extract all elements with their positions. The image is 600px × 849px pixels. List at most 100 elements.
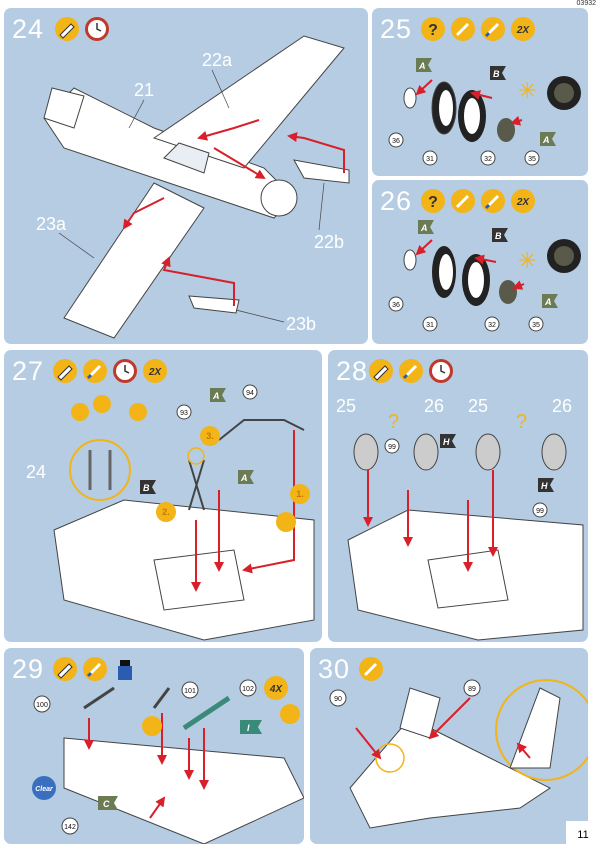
label-22b: 22b — [314, 232, 344, 252]
part-callout: 35 — [524, 150, 540, 166]
part-callout: 142 — [61, 817, 79, 835]
question-icon: ? — [421, 17, 445, 41]
svg-text:35: 35 — [532, 322, 540, 329]
substep-2: 2. — [156, 502, 176, 522]
paint-brush-icon — [83, 359, 107, 383]
flag-a: A — [418, 220, 434, 234]
svg-text:4X: 4X — [269, 684, 284, 695]
svg-text:3.: 3. — [206, 431, 214, 441]
clock-icon — [113, 359, 137, 383]
step-number: 25 — [380, 14, 413, 44]
canopy — [163, 142, 210, 174]
svg-text:A: A — [418, 61, 426, 71]
part-callout: 94 — [242, 384, 258, 400]
label-23a: 23a — [36, 214, 67, 234]
part-callout: 31 — [422, 150, 438, 166]
step-25-panel: 25 ? 2X ✳ A B A 36 31 32 35 — [372, 8, 588, 176]
repeat-2x-icon: 2X — [511, 17, 535, 41]
flag-a: A — [416, 58, 432, 72]
part-callout: 32 — [480, 150, 496, 166]
svg-text:C: C — [103, 799, 110, 809]
step-24-illustration: 22a 21 23a 22b 23b — [36, 35, 350, 339]
paint-brush-icon — [481, 189, 505, 213]
svg-text:A: A — [212, 391, 220, 401]
svg-text:B: B — [495, 231, 502, 241]
step-number: 26 — [380, 186, 413, 216]
svg-text:?: ? — [516, 411, 527, 433]
svg-text:2X: 2X — [516, 25, 531, 36]
part-callout: 36 — [388, 296, 404, 312]
flag-a: A — [210, 388, 226, 402]
part-callout: 36 — [388, 132, 404, 148]
step-27-panel: 27 2X A B A 94 93 24 3. 1. 2. — [4, 350, 322, 642]
part-callout: 89 — [463, 679, 481, 697]
svg-text:31: 31 — [426, 322, 434, 329]
glue-tube-icon — [369, 359, 393, 383]
svg-text:A: A — [420, 223, 428, 233]
part-22b — [293, 159, 350, 184]
paint-brush-icon — [481, 17, 505, 41]
step-27-illustration: A B A 94 93 24 3. 1. 2. — [26, 384, 315, 641]
part-callout: 32 — [484, 316, 500, 332]
svg-text:?: ? — [428, 22, 438, 39]
step-30-illustration: 90 89 — [329, 679, 588, 829]
step-29-panel: 29 4X I C 100 101 102 142 Clear — [4, 648, 304, 844]
svg-text:2.: 2. — [162, 507, 170, 517]
substep-1: 1. — [290, 484, 310, 504]
svg-text:2X: 2X — [516, 197, 531, 208]
svg-text:✳: ✳ — [518, 78, 536, 103]
flag-a: A — [540, 132, 556, 146]
brush-icon — [359, 657, 383, 681]
flag-h: H — [440, 434, 456, 448]
repeat-2x-icon: 2X — [511, 189, 535, 213]
clock-icon — [85, 17, 109, 41]
tail-fin — [43, 87, 85, 129]
wheel-part — [541, 433, 567, 471]
flag-a: A — [542, 294, 558, 308]
step-number: 29 — [12, 654, 45, 684]
detail-circle — [69, 439, 131, 501]
svg-text:B: B — [493, 69, 500, 79]
paint-bottle-icon — [118, 660, 132, 680]
svg-text:A: A — [542, 135, 550, 145]
clock-icon — [429, 359, 453, 383]
paint-brush-icon — [83, 657, 107, 681]
part-callout: 99 — [532, 502, 548, 518]
wing-part — [63, 737, 304, 844]
part-callout: 35 — [528, 316, 544, 332]
label-26: 26 — [552, 396, 572, 416]
step-29-illustration: 4X I C 100 101 102 142 Clear — [32, 676, 304, 844]
svg-text:1.: 1. — [296, 489, 304, 499]
label-21: 21 — [134, 80, 154, 100]
glue-tube-icon — [53, 657, 77, 681]
flag-a: A — [238, 470, 254, 484]
document-code: 03932 — [576, 0, 596, 7]
flag-i: I — [240, 720, 262, 734]
paint-brush-icon — [399, 359, 423, 383]
svg-text:142: 142 — [64, 824, 76, 831]
svg-text:?: ? — [428, 194, 438, 211]
part-23b — [188, 295, 240, 314]
glue-tube-icon — [53, 359, 77, 383]
svg-text:100: 100 — [36, 702, 48, 709]
svg-text:32: 32 — [488, 322, 496, 329]
step-number: 30 — [318, 654, 351, 684]
step-25-illustration: ✳ A B A 36 31 32 35 — [388, 58, 581, 166]
svg-text:93: 93 — [180, 410, 188, 417]
flag-c: C — [98, 796, 118, 810]
lower-wing-part — [63, 182, 205, 339]
flag-b: B — [490, 66, 506, 80]
part-callout: 99 — [384, 438, 400, 454]
clear-badge: Clear — [32, 776, 56, 800]
part-callout: 100 — [33, 695, 51, 713]
svg-text:✳: ✳ — [518, 248, 536, 273]
svg-text:31: 31 — [426, 156, 434, 163]
flag-b: B — [492, 228, 508, 242]
part-callout: 90 — [329, 689, 347, 707]
svg-text:36: 36 — [392, 302, 400, 309]
page-number: 11 — [566, 821, 600, 849]
svg-text:94: 94 — [246, 390, 254, 397]
svg-text:Clear: Clear — [35, 786, 54, 793]
step-30-panel: 30 90 89 — [310, 648, 588, 844]
svg-text:99: 99 — [536, 508, 544, 515]
